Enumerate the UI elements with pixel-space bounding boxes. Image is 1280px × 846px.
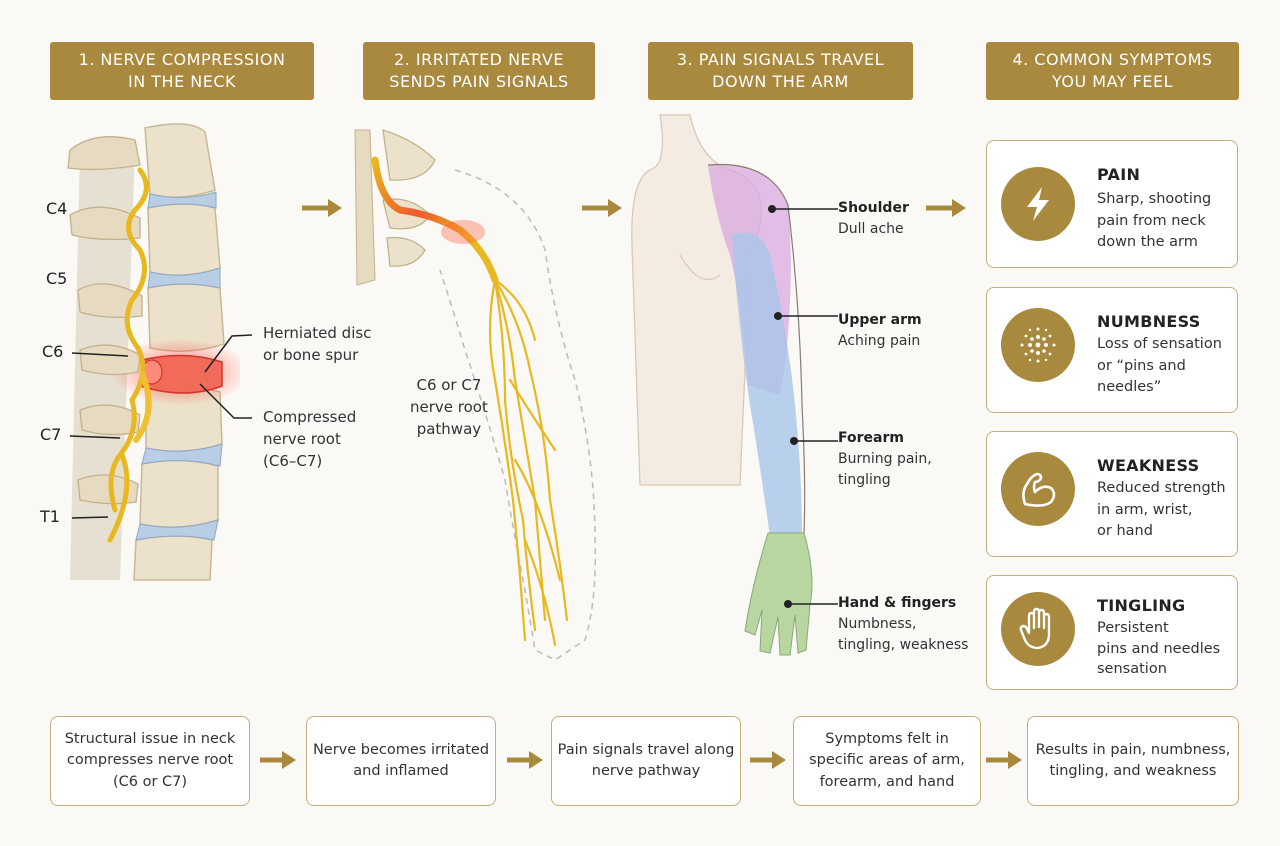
banner-line: 2. IRRITATED NERVE bbox=[394, 50, 564, 69]
anno-line: Herniated disc bbox=[263, 324, 372, 342]
arm-region-shoulder: Shoulder Dull ache bbox=[838, 198, 909, 240]
symptom-title: TINGLING bbox=[1097, 596, 1186, 615]
step-3-banner: 3. PAIN SIGNALS TRAVEL DOWN THE ARM bbox=[648, 42, 913, 100]
vertebra-label-c6: C6 bbox=[42, 342, 64, 361]
desc-line: Persistent bbox=[1097, 620, 1169, 636]
dots-icon bbox=[1001, 308, 1075, 382]
symptom-desc: Loss of sensation or “pins and needles” bbox=[1097, 334, 1222, 399]
flow-line: tingling, and weakness bbox=[1049, 763, 1217, 779]
spine-illustration bbox=[67, 123, 240, 581]
anno-line: or bone spur bbox=[263, 346, 359, 364]
desc-line: needles” bbox=[1097, 379, 1162, 395]
arrow-icon bbox=[750, 751, 786, 769]
flow-step-2: Nerve becomes irritated and inflamed bbox=[306, 716, 496, 806]
desc-line: Reduced strength bbox=[1097, 480, 1226, 496]
vertebra-label-c5: C5 bbox=[46, 269, 68, 288]
step-1-banner: 1. NERVE COMPRESSION IN THE NECK bbox=[50, 42, 314, 100]
pathway-line: C6 or C7 bbox=[416, 376, 482, 394]
symptom-desc: Sharp, shooting pain from neck down the … bbox=[1097, 189, 1211, 254]
nerve-pathway-illustration bbox=[354, 129, 597, 661]
region-desc: Numbness, bbox=[838, 616, 917, 632]
banner-line: DOWN THE ARM bbox=[712, 72, 849, 91]
arm-region-upper-arm: Upper arm Aching pain bbox=[838, 310, 922, 352]
symptom-title: WEAKNESS bbox=[1097, 456, 1200, 475]
banner-line: 4. COMMON SYMPTOMS bbox=[1012, 50, 1213, 69]
step-4-banner: 4. COMMON SYMPTOMS YOU MAY FEEL bbox=[986, 42, 1239, 100]
flow-line: and inflamed bbox=[353, 763, 449, 779]
desc-line: pain from neck bbox=[1097, 212, 1206, 229]
symptom-desc: Persistent pins and needles sensation bbox=[1097, 618, 1220, 680]
flow-line: Pain signals travel along bbox=[557, 741, 735, 758]
flow-line: (C6 or C7) bbox=[112, 773, 188, 790]
arrow-icon bbox=[507, 751, 543, 769]
flow-line: nerve pathway bbox=[591, 763, 701, 779]
region-desc: tingling, weakness bbox=[838, 637, 969, 653]
banner-line: YOU MAY FEEL bbox=[1052, 72, 1173, 91]
banner-line: IN THE NECK bbox=[127, 72, 236, 91]
region-desc: Dull ache bbox=[838, 221, 904, 237]
symptom-card-pain: PAIN Sharp, shooting pain from neck down… bbox=[986, 140, 1238, 268]
arm-region-forearm: Forearm Burning pain, tingling bbox=[838, 428, 932, 491]
arrow-icon bbox=[582, 199, 622, 217]
symptom-card-numbness: NUMBNESS Loss of sensation or “pins and … bbox=[986, 287, 1238, 413]
desc-line: or hand bbox=[1097, 523, 1153, 539]
desc-line: in arm, wrist, bbox=[1097, 501, 1193, 518]
flow-line: specific areas of arm, bbox=[809, 752, 965, 769]
desc-line: pins and needles bbox=[1097, 640, 1221, 657]
desc-line: Sharp, shooting bbox=[1097, 191, 1212, 207]
spine-leader-lines bbox=[69, 334, 253, 519]
symptom-title: NUMBNESS bbox=[1097, 312, 1201, 331]
anno-line: (C6–C7) bbox=[263, 452, 323, 470]
hand-icon bbox=[1001, 592, 1075, 666]
region-title: Forearm bbox=[838, 430, 904, 446]
flow-step-3: Pain signals travel along nerve pathway bbox=[551, 716, 741, 806]
arm-body-illustration bbox=[631, 114, 813, 656]
arrow-icon bbox=[926, 199, 966, 217]
flow-line: Nerve becomes irritated bbox=[312, 741, 490, 758]
arrow-icon bbox=[986, 751, 1022, 769]
vertebra-label-t1: T1 bbox=[40, 507, 60, 526]
pathway-line: pathway bbox=[416, 420, 482, 438]
vertebra-label-c4: C4 bbox=[46, 199, 68, 218]
anno-line: Compressed bbox=[263, 408, 357, 426]
vertebra-label-c7: C7 bbox=[40, 425, 62, 444]
symptom-card-tingling: TINGLING Persistent pins and needles sen… bbox=[986, 575, 1238, 690]
desc-line: Loss of sensation bbox=[1097, 336, 1222, 352]
flow-line: forearm, and hand bbox=[819, 773, 955, 790]
region-desc: tingling bbox=[838, 472, 891, 488]
step-2-banner: 2. IRRITATED NERVE SENDS PAIN SIGNALS bbox=[363, 42, 595, 100]
desc-line: down the arm bbox=[1097, 234, 1198, 250]
desc-line: or “pins and bbox=[1097, 357, 1186, 374]
flow-step-4: Symptoms felt in specific areas of arm, … bbox=[793, 716, 981, 806]
flow-line: Structural issue in neck bbox=[64, 730, 236, 747]
herniated-disc-annotation: Herniated disc or bone spur bbox=[263, 322, 371, 366]
region-title: Shoulder bbox=[838, 200, 909, 216]
flow-step-1: Structural issue in neck compresses nerv… bbox=[50, 716, 250, 806]
flow-line: Symptoms felt in bbox=[825, 730, 949, 747]
symptom-desc: Reduced strength in arm, wrist, or hand bbox=[1097, 478, 1226, 543]
flexed-arm-icon bbox=[1001, 452, 1075, 526]
pathway-line: nerve root bbox=[410, 398, 488, 416]
symptom-title: PAIN bbox=[1097, 165, 1141, 184]
arrow-icon bbox=[302, 199, 342, 217]
flow-step-5: Results in pain, numbness, tingling, and… bbox=[1027, 716, 1239, 806]
region-desc: Burning pain, bbox=[838, 451, 932, 467]
flow-line: compresses nerve root bbox=[66, 752, 234, 769]
region-desc: Aching pain bbox=[838, 333, 921, 349]
flow-line: Results in pain, numbness, bbox=[1035, 741, 1231, 758]
anno-line: nerve root bbox=[263, 430, 341, 448]
region-title: Hand & fingers bbox=[838, 595, 957, 611]
arm-leader-lines bbox=[768, 205, 838, 608]
banner-line: 1. NERVE COMPRESSION bbox=[78, 50, 286, 69]
compressed-root-annotation: Compressed nerve root (C6–C7) bbox=[263, 406, 356, 472]
lightning-icon bbox=[1001, 167, 1075, 241]
arrow-icon bbox=[260, 751, 296, 769]
banner-line: SENDS PAIN SIGNALS bbox=[389, 72, 569, 91]
symptom-card-weakness: WEAKNESS Reduced strength in arm, wrist,… bbox=[986, 431, 1238, 557]
banner-line: 3. PAIN SIGNALS TRAVEL bbox=[676, 50, 885, 69]
desc-line: sensation bbox=[1097, 661, 1167, 677]
arm-region-hand: Hand & fingers Numbness, tingling, weakn… bbox=[838, 593, 968, 656]
pathway-label: C6 or C7 nerve root pathway bbox=[410, 374, 488, 440]
region-title: Upper arm bbox=[838, 312, 922, 328]
